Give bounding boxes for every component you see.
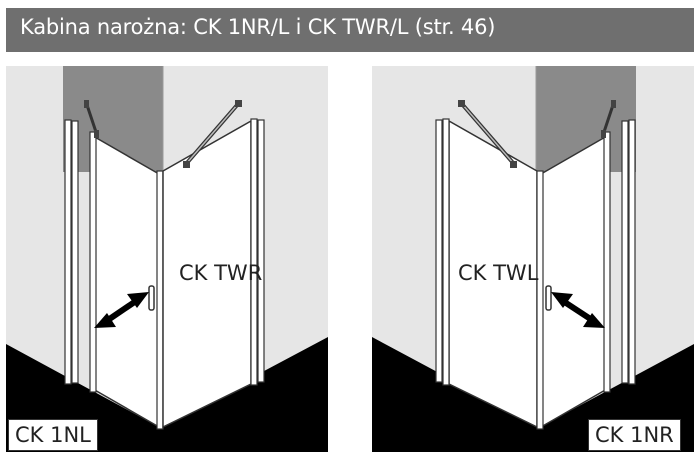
frame-profile [71, 120, 79, 384]
model-label-ck-1nr: CK 1NR [588, 419, 681, 451]
door-handle-icon [545, 285, 552, 311]
wall-profile [64, 119, 72, 385]
header-bar: Kabina narożna: CK 1NR/L i CK TWR/L (str… [6, 8, 694, 52]
left-cabin-drawing [6, 66, 328, 452]
right-cabin-drawing [372, 66, 694, 452]
fixed-wall-profile [435, 119, 443, 383]
double-arrow-icon [551, 292, 605, 328]
variant-label-ck-twl: CK TWL [458, 261, 539, 285]
door-edge-profile [156, 170, 164, 430]
stabilizer-bar-icon [84, 100, 99, 138]
variant-label-ck-twr: CK TWR [179, 261, 263, 285]
panel-right-ck-1nr: CK TWL CK 1NR [372, 66, 694, 452]
fixed-wall-profile [257, 119, 265, 383]
header-title: Kabina narożna: CK 1NR/L i CK TWR/L (str… [20, 15, 496, 39]
door-handle-icon [148, 285, 155, 311]
door-glass [540, 134, 608, 429]
door-profile [89, 131, 97, 393]
stabilizer-bar-icon [458, 100, 517, 168]
fixed-panel-profile [250, 118, 258, 386]
wall-profile [628, 119, 636, 385]
double-arrow-icon [94, 292, 149, 328]
stabilizer-bar-icon [183, 100, 242, 168]
model-label-ck-1nl: CK 1NL [8, 419, 98, 451]
door-profile [603, 131, 611, 393]
panel-left-ck-1nl: CK TWR CK 1NL [6, 66, 328, 452]
door-edge-profile [536, 170, 544, 430]
door-glass [92, 134, 160, 429]
frame-profile [621, 120, 629, 384]
stabilizer-bar-icon [601, 100, 616, 138]
fixed-panel-profile [442, 118, 450, 386]
